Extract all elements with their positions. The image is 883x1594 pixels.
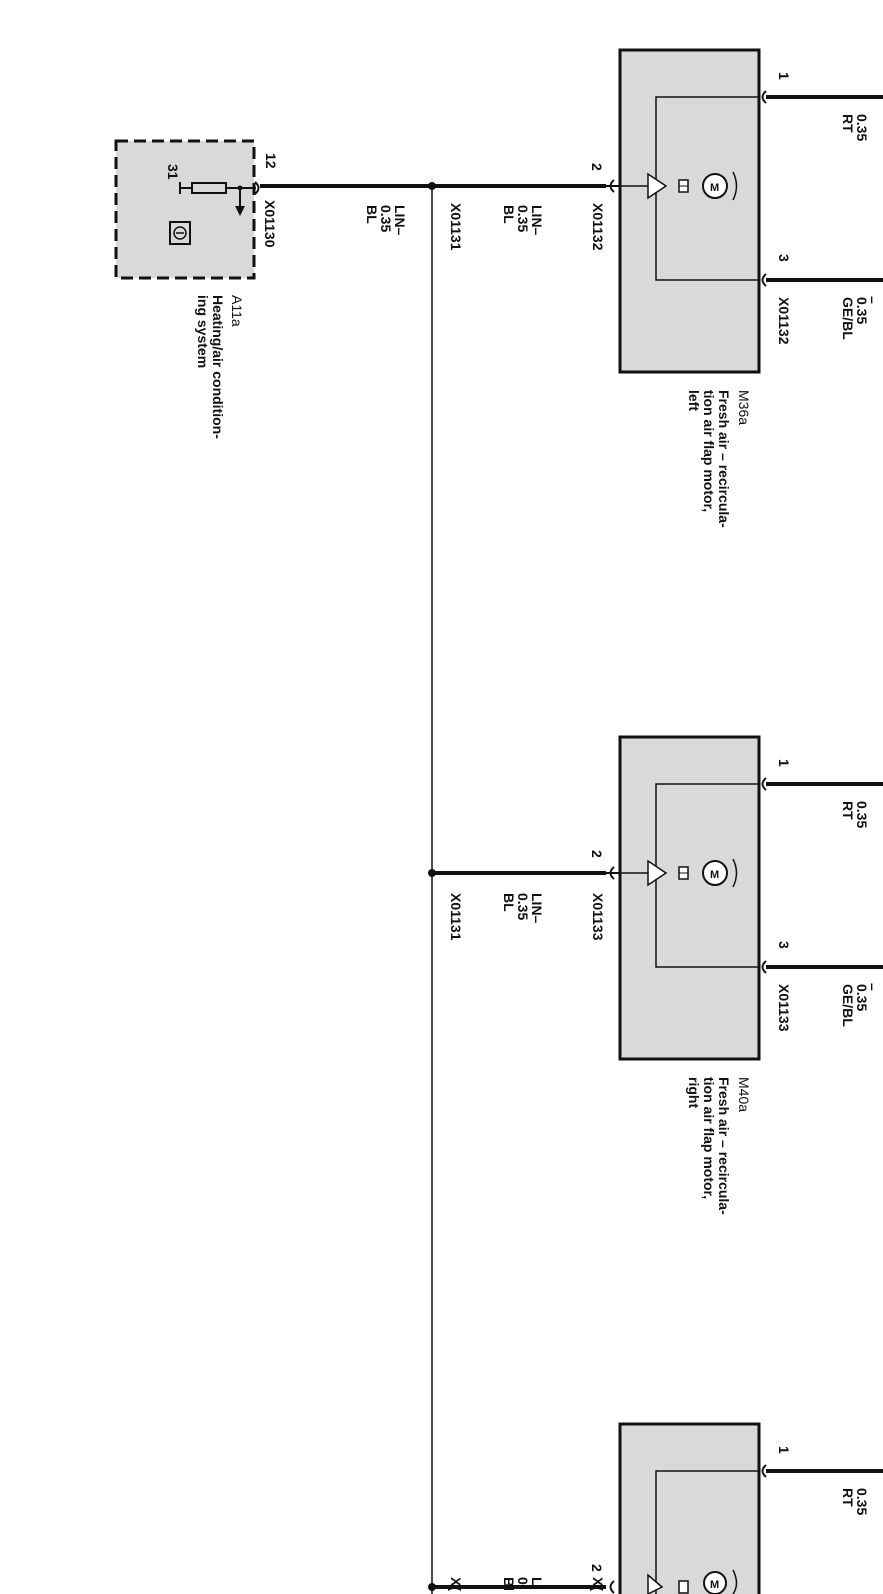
m36a-id: M36a [736, 390, 752, 425]
m40a-name-3: right [686, 1077, 702, 1108]
m40a-minus-marker: – [865, 983, 881, 991]
third-plus-size: 0.35 [854, 1488, 870, 1515]
lin-wire-cu-line3: BL [364, 205, 380, 224]
motor-box [618, 735, 761, 1061]
motor-icon: M [703, 1569, 738, 1594]
svg-text:M: M [710, 1579, 719, 1591]
control-unit-box [114, 139, 256, 280]
motor-inner-frame [655, 1470, 759, 1594]
svg-text:M: M [710, 869, 719, 881]
lin-wire-m40a-line2: 0.35 [515, 893, 531, 920]
m40a-connector: X01133 [776, 984, 792, 1032]
pin-connector [254, 181, 260, 195]
m40a-minus-size: 0.35 [854, 984, 870, 1011]
m36a-pin-plus: 1 [776, 72, 792, 80]
third-pin-plus: 1 [776, 1446, 792, 1454]
actuator-icon [647, 172, 668, 200]
transistor-icon [169, 221, 191, 245]
pin-connector [761, 1464, 767, 1478]
motor-m36a: LIN– 0.35 BL 2 X01132 M 1 0.35 RT 3 – 0.… [432, 48, 883, 528]
pin-connector [761, 960, 767, 974]
m36a-plus-size: 0.35 [854, 114, 870, 141]
control-unit-pin-label: 12 [263, 153, 279, 169]
m36a-minus-size: 0.35 [854, 297, 870, 324]
ground-icon [235, 188, 245, 216]
svg-text:M: M [710, 182, 719, 194]
control-unit-name-1: Heating/air condition- [210, 295, 226, 439]
m40a-id: M40a [736, 1077, 752, 1112]
splice-connector-2: X01131 [448, 893, 464, 941]
m36a-name-3: left [686, 390, 702, 411]
lin-wire-m36a-line3: BL [501, 205, 517, 224]
splice-connector-1: X01131 [448, 203, 464, 251]
control-unit-connector: X01130 [262, 200, 278, 248]
m36a-minus-color: GE/BL [840, 297, 856, 340]
control-unit-id: A11a [229, 295, 245, 327]
lin-wire-m36a-line2: 0.35 [515, 205, 531, 232]
m40a-name-1: Fresh air – recircula- [716, 1077, 732, 1215]
actuator-icon [647, 859, 668, 887]
pin-connector [761, 273, 767, 287]
m36a-minus-marker: – [865, 296, 881, 304]
pin-connector [609, 1580, 615, 1594]
lin-wire-third-line3: Bl [501, 1577, 517, 1591]
m36a-name-2: tion air flap motor, [701, 390, 717, 512]
actuator-icon [647, 1573, 664, 1594]
pin-connector [761, 777, 767, 791]
motor-icon: M [702, 171, 738, 201]
third-plus-color: RT [840, 1488, 856, 1507]
m36a-name-1: Fresh air – recircula- [716, 390, 732, 528]
m36a-plus-color: RT [840, 114, 856, 133]
m40a-plus-color: RT [840, 801, 856, 820]
m40a-minus-color: GE/BL [840, 984, 856, 1027]
lin-wire-cu-line1: LIN– [392, 205, 408, 236]
motor-m40a: LIN– 0.35 BL 2 X01133 M 1 0.35 RT 3 – 0.… [432, 735, 883, 1215]
lin-bus-icon [678, 1580, 689, 1594]
m40a-connector-lin: X01133 [590, 893, 606, 941]
lin-wire-cu-line2: 0.35 [378, 205, 394, 232]
m36a-connector: X01132 [776, 297, 792, 345]
third-pin-lin: 2 [589, 1564, 605, 1572]
m40a-pin-plus: 1 [776, 759, 792, 767]
m40a-pin-lin: 2 [589, 850, 605, 858]
lin-wire-m36a-line1: LIN– [529, 205, 545, 236]
motor-box [618, 48, 761, 374]
third-connector-lin: X( [590, 1577, 606, 1591]
m36a-pin-minus: 3 [776, 254, 792, 262]
ground-pin-label: 31 [165, 164, 181, 180]
m36a-connector-lin: X01132 [590, 203, 606, 251]
motor-third-partial: LI 0. Bl 2 X( M 1 0.35 RT [432, 1422, 883, 1594]
pin-connector [761, 90, 767, 104]
lin-wire-m40a-line3: BL [501, 893, 517, 912]
m40a-name-2: tion air flap motor, [701, 1077, 717, 1199]
lin-wire-third-line1: LI [529, 1577, 545, 1589]
motor-icon: M [702, 858, 738, 888]
lin-wire-third-line2: 0. [515, 1577, 531, 1589]
lin-wire-m40a-line1: LIN– [529, 893, 545, 924]
motor-box [618, 1422, 761, 1594]
control-unit-a11a: 31 12 X01130 A11a Heating/air condition-… [114, 139, 279, 439]
m40a-plus-size: 0.35 [854, 801, 870, 828]
control-unit-name-2: ing system [195, 295, 211, 368]
m36a-pin-lin: 2 [589, 163, 605, 171]
m40a-pin-minus: 3 [776, 941, 792, 949]
splice-connector-3: X( [448, 1577, 464, 1591]
